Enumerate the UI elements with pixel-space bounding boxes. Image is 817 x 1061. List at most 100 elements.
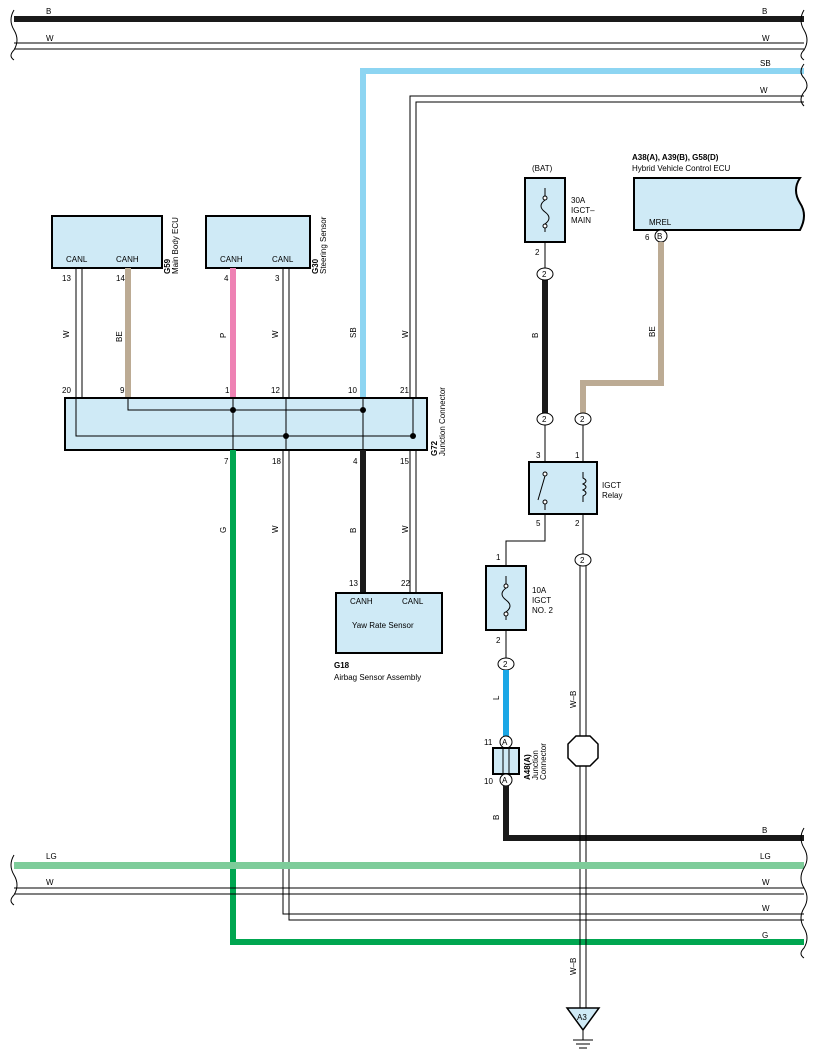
- pin-number: 22: [401, 579, 410, 588]
- bottom-bus-lg: LG LG: [14, 852, 804, 869]
- pin-name: CANH: [350, 597, 373, 606]
- bus-label: W: [762, 34, 770, 43]
- connector-2: 2: [536, 412, 554, 426]
- wire-label: W–B: [569, 691, 578, 708]
- wire-label: B: [531, 333, 540, 338]
- pin-name: CANH: [116, 255, 139, 264]
- pin-number: 21: [400, 386, 409, 395]
- wire-label: W: [62, 330, 71, 338]
- ground-label: A3: [577, 1013, 587, 1022]
- component-name: Hybrid Vehicle Control ECU: [632, 164, 730, 173]
- fuse-rating: 30A: [571, 196, 586, 205]
- connector-letter: B: [657, 232, 662, 241]
- fuse-igct-main: (BAT) 30A IGCT– MAIN 2: [524, 164, 595, 257]
- pin-number: 4: [353, 457, 358, 466]
- bus-label: B: [762, 7, 767, 16]
- pin-number: 3: [275, 274, 280, 283]
- bus-label: LG: [46, 852, 57, 861]
- fuse-name: IGCT: [532, 596, 551, 605]
- pin-number: 11: [484, 738, 493, 747]
- pin-number: 6: [645, 233, 650, 242]
- wire-label: SB: [349, 327, 358, 338]
- pin-number: 4: [224, 274, 229, 283]
- component-name: Connector: [539, 743, 548, 780]
- wire-label: P: [219, 333, 228, 338]
- connector-2: 2: [574, 553, 592, 567]
- fuse-rating: 10A: [532, 586, 547, 595]
- bus-label: LG: [760, 852, 771, 861]
- junction-connector-g72: 20 9 1 12 10 21 7 18 4 15 G72 Junction C…: [62, 386, 447, 466]
- pin-name: CANH: [220, 255, 243, 264]
- pin-number: 1: [225, 386, 230, 395]
- connector-2: 2: [574, 412, 592, 426]
- wire-label: G: [219, 527, 228, 533]
- connector-2: 2: [536, 267, 554, 281]
- steering-sensor: CANH CANL G30 Steering Sensor 4 3: [205, 215, 328, 283]
- pin-number: 2: [535, 248, 540, 257]
- pin-number: 20: [62, 386, 71, 395]
- bus-label: SB: [760, 59, 771, 68]
- component-code: G72: [430, 440, 439, 456]
- fuse-name: IGCT–: [571, 206, 595, 215]
- pin-number: 13: [349, 579, 358, 588]
- bus-label: B: [762, 826, 767, 835]
- wire-label: W: [401, 525, 410, 533]
- pin-name: CANL: [66, 255, 88, 264]
- pin-number: 18: [272, 457, 281, 466]
- wire-label: L: [492, 695, 501, 700]
- bottom-bus-w: W W: [14, 878, 804, 895]
- connector-label: 2: [542, 415, 547, 424]
- wire-label: BE: [648, 326, 657, 337]
- yaw-rate-sensor: CANH CANL Yaw Rate Sensor 13 22 G18 Airb…: [334, 579, 443, 682]
- component-inner-label: Yaw Rate Sensor: [352, 621, 414, 630]
- top-bus-w: W W: [14, 34, 804, 50]
- component-code: G30: [311, 258, 320, 274]
- wire-label: BE: [115, 331, 124, 342]
- fuse-igct-no2: 10A IGCT NO. 2 1 2: [485, 553, 553, 645]
- fuse-name: NO. 2: [532, 606, 553, 615]
- igct-relay: 3 1 5 2 IGCT Relay: [528, 451, 622, 528]
- pin-number: 1: [575, 451, 580, 460]
- bus-label: W: [762, 878, 770, 887]
- connector-label: 2: [503, 660, 508, 669]
- relay-name: IGCT: [602, 481, 621, 490]
- pin-number: 5: [536, 519, 541, 528]
- bus-label: W: [762, 904, 770, 913]
- wire-label: W: [271, 525, 280, 533]
- wire-sb: SB SB: [349, 59, 804, 398]
- component-name: Junction Connector: [438, 387, 447, 456]
- wire-label: B: [349, 528, 358, 533]
- pin-number: 3: [536, 451, 541, 460]
- wire-label: W: [401, 330, 410, 338]
- pin-number: 13: [62, 274, 71, 283]
- top-bus-b: B B: [14, 7, 804, 22]
- pin-number: 15: [400, 457, 409, 466]
- connector-2: 2: [497, 657, 515, 671]
- bus-label: B: [46, 7, 51, 16]
- wire-label: W–B: [569, 958, 578, 975]
- component-name: Steering Sensor: [319, 216, 328, 274]
- hv-control-ecu: A38(A), A39(B), G58(D) Hybrid Vehicle Co…: [632, 153, 805, 243]
- pin-name: CANL: [272, 255, 294, 264]
- wire-w-21: W W: [401, 86, 804, 398]
- pin-number: 14: [116, 274, 125, 283]
- bus-label: W: [46, 34, 54, 43]
- splice-octagon: [567, 735, 599, 767]
- pin-number: 1: [496, 553, 501, 562]
- pin-number: 7: [224, 457, 229, 466]
- component-code: G59: [163, 258, 172, 274]
- connector-letter: A: [502, 738, 508, 747]
- connector-letter: A: [502, 776, 508, 785]
- component-code: A48(A): [523, 754, 532, 780]
- pin-number: 9: [120, 386, 125, 395]
- pin-number: 2: [496, 636, 501, 645]
- bus-label: W: [760, 86, 768, 95]
- ground-a3: A3: [565, 1007, 601, 1049]
- component-code: G18: [334, 661, 350, 670]
- component-name: Airbag Sensor Assembly: [334, 673, 421, 682]
- relay-name: Relay: [602, 491, 622, 500]
- pin-number: 12: [271, 386, 280, 395]
- connector-label: 2: [580, 415, 585, 424]
- junction-connector-a48: A A 11 10 A48(A) Junction Connector: [484, 735, 548, 787]
- bus-label: W: [46, 878, 54, 887]
